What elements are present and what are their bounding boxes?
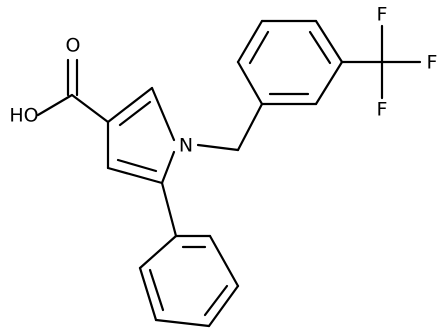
bond-ar-inner-1 <box>248 30 270 65</box>
bond-acid-ring <box>70 93 110 124</box>
bond-ar2 <box>236 19 264 64</box>
bond-pyrrole-inner-2 <box>116 158 158 173</box>
bond-c4-n1 <box>150 86 176 142</box>
carboxylic-acid-group <box>36 58 110 124</box>
bond-c3-c4 <box>106 86 154 124</box>
trifluoromethyl-group <box>340 24 422 100</box>
bond-ph2 <box>138 266 158 322</box>
bond-ar-inner-2 <box>308 30 332 65</box>
bond-ph3 <box>154 318 211 328</box>
atom-label-carbonyl-oxygen: O <box>66 35 81 57</box>
bond-pyrrole-inner-1 <box>118 100 152 127</box>
bond-n-ch2 <box>196 143 240 152</box>
bond-ph5 <box>208 234 240 288</box>
bond-n1-c5 <box>160 150 176 185</box>
atom-label-fluorine-right: F <box>427 52 438 74</box>
bond-ph1 <box>138 234 178 270</box>
trifluoromethyl-phenyl-ring <box>236 19 344 106</box>
bond-ph-inner-1 <box>148 268 165 312</box>
bond-ar5 <box>314 60 344 106</box>
bond-c5-c2 <box>106 166 164 185</box>
bond-ch2-aryl <box>236 102 264 152</box>
pyrrole-ring <box>106 86 176 185</box>
bond-ar1 <box>236 60 264 106</box>
bond-ph4 <box>207 284 240 328</box>
bond-ph-inner-2 <box>203 284 229 317</box>
bond-ar4 <box>314 19 344 64</box>
phenyl-ring <box>138 181 240 328</box>
bond-c-oh <box>36 93 74 117</box>
atom-label-nitrogen: N <box>179 135 193 157</box>
atom-label-hydroxyl: HO <box>9 105 38 127</box>
atom-label-fluorine-bottom: F <box>377 99 388 121</box>
bond-c5-phenyl <box>160 181 178 238</box>
atom-label-fluorine-top: F <box>377 4 388 26</box>
